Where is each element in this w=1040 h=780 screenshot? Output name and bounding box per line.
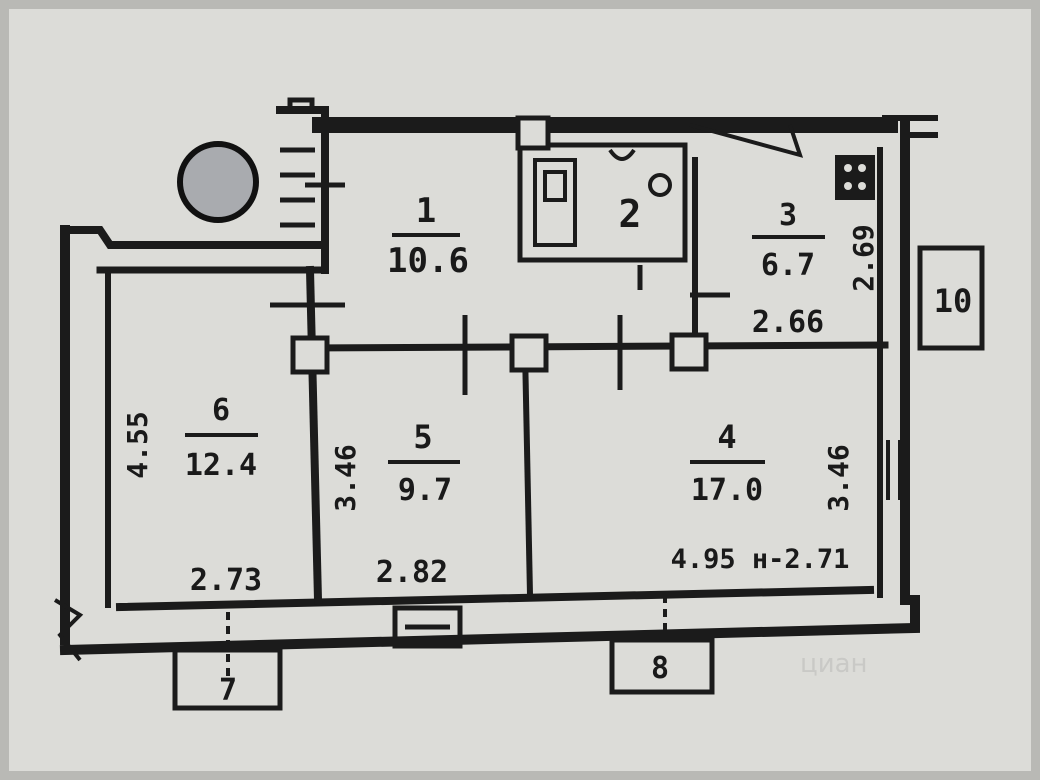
room-8-number: 8: [651, 651, 669, 686]
room-1-area: 10.6: [387, 241, 469, 281]
room-5-number: 5: [413, 418, 432, 456]
room-2-number: 2: [619, 192, 642, 236]
room-3-height: 2.69: [847, 224, 880, 291]
round-column-icon: [177, 141, 259, 223]
outer-walls: [59, 97, 938, 656]
room-6-height: 4.55: [121, 411, 154, 478]
watermark-text: циан: [800, 649, 868, 679]
room-5-height: 3.46: [329, 444, 362, 511]
balconies: [172, 245, 985, 711]
stair-hatch: [280, 147, 315, 228]
room-6-area: 12.4: [185, 448, 257, 483]
room-4-number: 4: [717, 418, 736, 456]
vent-line: [689, 123, 804, 158]
room-6-number: 6: [212, 393, 230, 428]
room-4-width: 4.95 н-2.71: [671, 544, 850, 575]
room-5-width: 2.82: [376, 555, 448, 590]
room-3-width: 2.66: [752, 305, 824, 340]
room-7-number: 7: [219, 673, 237, 708]
wall-break-mark: [53, 598, 84, 662]
room-10-number: 10: [934, 282, 973, 320]
room-1-number: 1: [416, 191, 436, 231]
room-3-number: 3: [779, 198, 797, 233]
bathroom-fixtures: [533, 148, 672, 247]
structural-columns: [290, 115, 709, 375]
interior-walls: [105, 142, 889, 608]
stove-icon: [835, 155, 875, 200]
door-marks: [226, 440, 902, 680]
wall-ticks: [270, 182, 730, 395]
room-6-width: 2.73: [190, 563, 262, 598]
room-4-height: 3.46: [822, 444, 855, 511]
room-3-area: 6.7: [761, 248, 815, 283]
room-4-area: 17.0: [691, 473, 763, 508]
room-5-area: 9.7: [398, 473, 452, 508]
